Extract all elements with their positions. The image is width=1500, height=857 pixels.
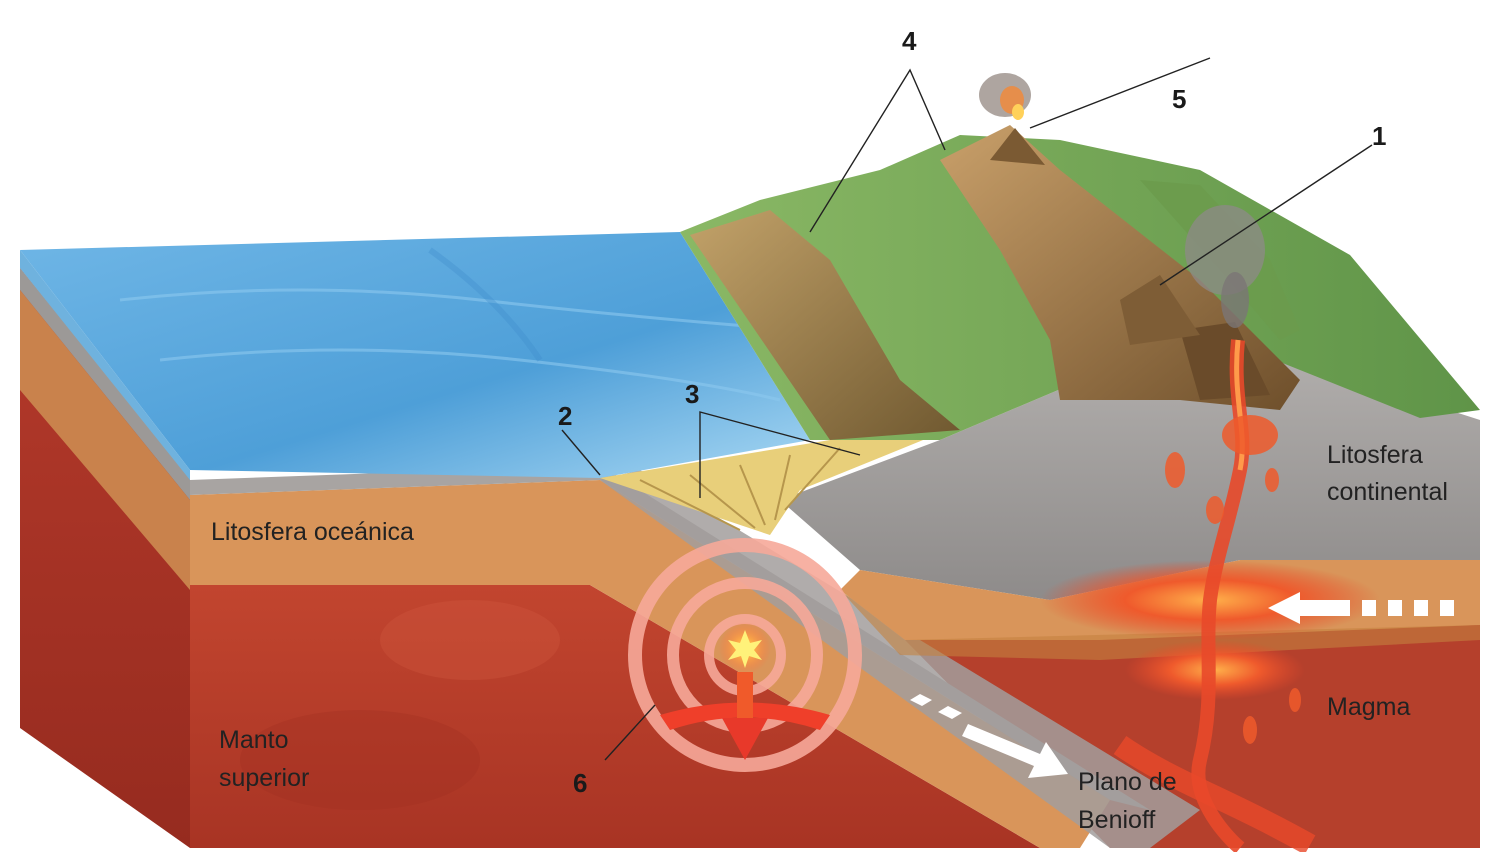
leader-lines [561, 57, 1373, 761]
label-number-2: 2 [558, 401, 572, 431]
label-number-1: 1 [1372, 121, 1386, 151]
leader-3 [699, 411, 861, 498]
leader-2 [561, 429, 601, 476]
subduction-arrow [910, 694, 1068, 778]
eruption-plume-side [1185, 205, 1265, 328]
label-manto-1: Manto [219, 726, 288, 754]
label-benioff-1: Plano de [1078, 768, 1177, 796]
earthquake-focus [628, 538, 862, 772]
left-side-face [20, 268, 190, 848]
ocean-surface [20, 232, 810, 480]
eruption-plume-summit [979, 73, 1031, 120]
label-number-5: 5 [1172, 84, 1186, 114]
leader-6 [604, 704, 656, 761]
continent-land [680, 125, 1480, 440]
label-litosfera-continental-1: Litosfera [1327, 441, 1423, 469]
plate-motion-arrow [1268, 592, 1454, 624]
label-magma: Magma [1327, 693, 1410, 721]
leader-1 [1159, 144, 1373, 286]
label-benioff-2: Benioff [1078, 806, 1155, 834]
label-number-3: 3 [685, 379, 699, 409]
label-manto-2: superior [219, 764, 309, 792]
upper-mantle [190, 585, 1480, 848]
label-number-4: 4 [902, 26, 917, 56]
label-litosfera-oceanica: Litosfera oceánica [211, 518, 414, 546]
leader-4 [809, 68, 946, 233]
sediment-wedge [600, 425, 960, 535]
leader-5 [1029, 57, 1211, 129]
volcano-cones [990, 128, 1270, 400]
label-number-6: 6 [573, 768, 587, 798]
label-litosfera-continental-2: continental [1327, 478, 1448, 506]
